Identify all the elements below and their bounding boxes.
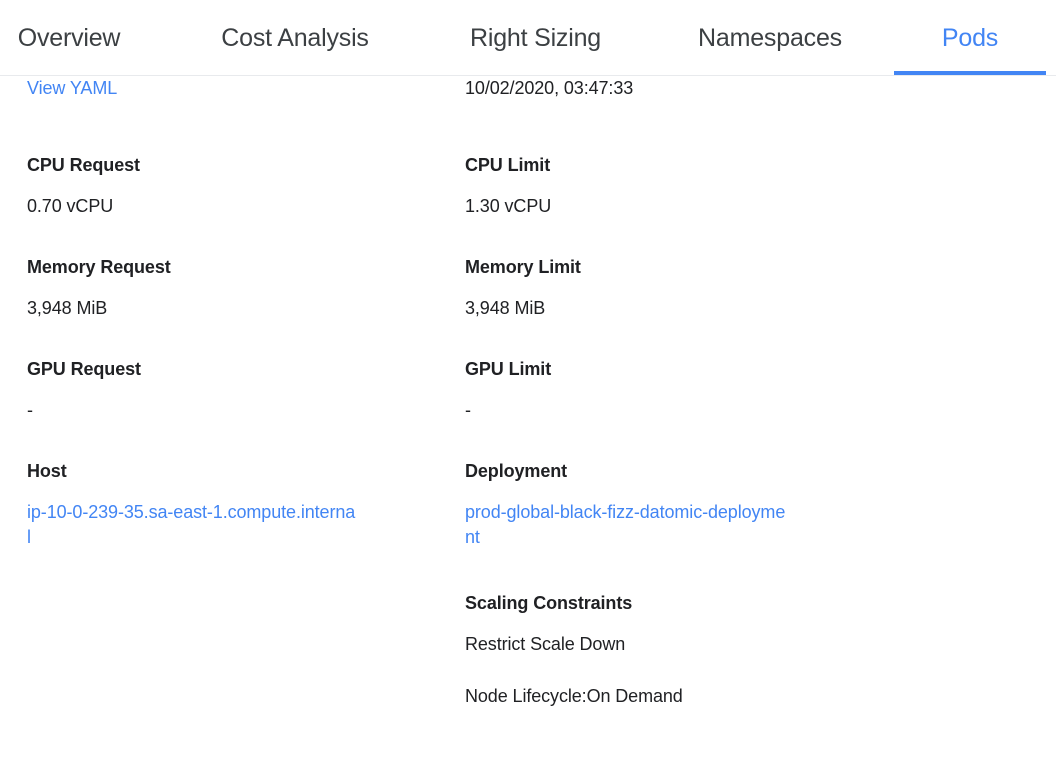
tab-overview[interactable]: Overview (0, 0, 138, 76)
field-value: 0.70 vCPU (27, 196, 114, 216)
field-value: 3,948 MiB (465, 298, 546, 318)
scaling-constraint-line: Restrict Scale Down (465, 634, 626, 654)
tab-right-sizing[interactable]: Right Sizing (448, 0, 623, 76)
pod-detail-body: View YAML CPU Request 0.70 vCPU Memory Req… (0, 76, 1056, 758)
tab-label: Pods (941, 23, 999, 52)
tab-bar-divider (0, 75, 1056, 76)
tab-namespaces[interactable]: Namespaces (680, 0, 860, 76)
tab-active-indicator (894, 71, 1046, 75)
scaling-constraint-line: Node Lifecycle:On Demand (465, 686, 683, 706)
field-host: Host ip-10-0-239-35.sa-east-1.compute.int… (27, 460, 357, 550)
scaling-constraints-heading: Scaling Constraints (465, 593, 633, 613)
field-deployment: Deployment prod-global-black-fizz-datomic… (465, 460, 795, 550)
field-label: Deployment (465, 461, 568, 481)
detail-column-right: 10/02/2020, 03:47:33 CPU Limit 1.30 vCPU M… (465, 76, 795, 706)
field-label: GPU Request (27, 359, 141, 379)
field-value-link[interactable]: ip-10-0-239-35.sa-east-1.compute.interna… (27, 502, 356, 547)
tab-pods[interactable]: Pods (894, 0, 1046, 76)
field-memory-limit: Memory Limit 3,948 MiB (465, 256, 795, 321)
field-value: - (27, 400, 33, 420)
field-value: - (465, 400, 471, 420)
view-yaml-link[interactable]: View YAML (27, 78, 118, 98)
field-memory-request: Memory Request 3,948 MiB (27, 256, 357, 321)
tab-label: Namespaces (698, 23, 842, 52)
tab-bar: Overview Cost Analysis Right Sizing Namespa… (0, 0, 1056, 76)
field-label: GPU Limit (465, 359, 552, 379)
tab-label: Overview (17, 23, 121, 52)
field-gpu-limit: GPU Limit - (465, 358, 795, 423)
detail-column-left: View YAML CPU Request 0.70 vCPU Memory Req… (27, 76, 357, 547)
tab-label: Cost Analysis (221, 23, 369, 52)
pod-timestamp: 10/02/2020, 03:47:33 (465, 78, 634, 98)
field-cpu-request: CPU Request 0.70 vCPU (27, 154, 357, 219)
field-label: CPU Request (27, 155, 140, 175)
field-value-link[interactable]: prod-global-black-fizz-datomic-deploymen… (465, 502, 786, 547)
field-cpu-limit: CPU Limit 1.30 vCPU (465, 154, 795, 219)
field-value: 3,948 MiB (27, 298, 108, 318)
field-gpu-request: GPU Request - (27, 358, 357, 423)
field-label: Memory Request (27, 257, 171, 277)
field-label: CPU Limit (465, 155, 551, 175)
field-label: Memory Limit (465, 257, 581, 277)
tab-label: Right Sizing (470, 23, 601, 52)
field-value: 1.30 vCPU (465, 196, 552, 216)
tab-cost-analysis[interactable]: Cost Analysis (200, 0, 390, 76)
field-label: Host (27, 461, 67, 481)
